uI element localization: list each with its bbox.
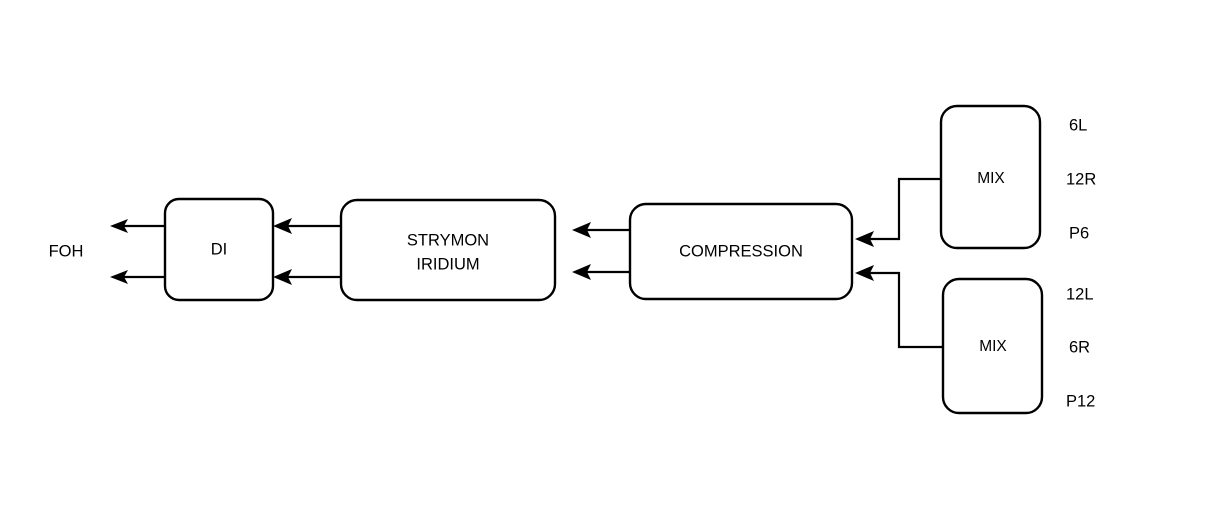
source-label-bottom-2: 6R (1069, 338, 1090, 356)
node-mix-top-label: MIX (977, 170, 1005, 187)
node-strymon-iridium-box[interactable] (339, 198, 557, 302)
node-di-label: DI (211, 240, 228, 258)
arrowhead-left-icon (273, 218, 292, 234)
source-label-top-1: 6L (1069, 116, 1087, 134)
node-mix-bottom[interactable]: MIX (941, 277, 1044, 415)
edge-strymon-to-di-upper (273, 218, 341, 234)
edge-mixbottom-to-compression (855, 265, 943, 349)
edge-line (868, 177, 941, 241)
node-di[interactable]: DI (163, 197, 275, 302)
edge-line (868, 271, 943, 349)
node-strymon-iridium-label-line1: STRYMON (407, 231, 489, 249)
node-mix-bottom-box[interactable] (941, 277, 1044, 415)
node-compression-box[interactable] (628, 202, 854, 301)
node-compression[interactable]: COMPRESSION (628, 202, 854, 301)
edge-di-to-foh-lower (110, 270, 165, 284)
output-label-foh: FOH (49, 242, 84, 260)
node-strymon-iridium-label-line2: IRIDIUM (416, 255, 479, 273)
arrowhead-left-icon (273, 269, 292, 285)
arrowhead-left-icon (110, 270, 128, 284)
edge-compression-to-strymon-lower (572, 264, 630, 280)
node-compression-label: COMPRESSION (679, 242, 803, 260)
arrowhead-left-icon (855, 265, 874, 281)
source-label-top-2: 12R (1066, 170, 1096, 188)
edge-strymon-to-di-lower (273, 269, 341, 285)
edge-mixtop-to-compression (855, 177, 941, 247)
node-strymon-iridium[interactable]: STRYMON IRIDIUM (339, 198, 557, 302)
arrowhead-left-icon (572, 264, 591, 280)
source-label-bottom-1: 12L (1066, 285, 1094, 303)
node-mix-bottom-label: MIX (979, 338, 1007, 355)
arrowhead-left-icon (110, 219, 128, 233)
arrowhead-left-icon (855, 231, 874, 247)
edge-compression-to-strymon-upper (572, 222, 630, 238)
source-label-bottom-3: P12 (1066, 392, 1095, 410)
node-di-box[interactable] (163, 197, 275, 302)
node-mix-top[interactable]: MIX (939, 104, 1042, 250)
node-mix-top-box[interactable] (939, 104, 1042, 250)
source-label-top-3: P6 (1069, 224, 1089, 242)
edge-di-to-foh-upper (110, 219, 165, 233)
arrowhead-left-icon (572, 222, 591, 238)
